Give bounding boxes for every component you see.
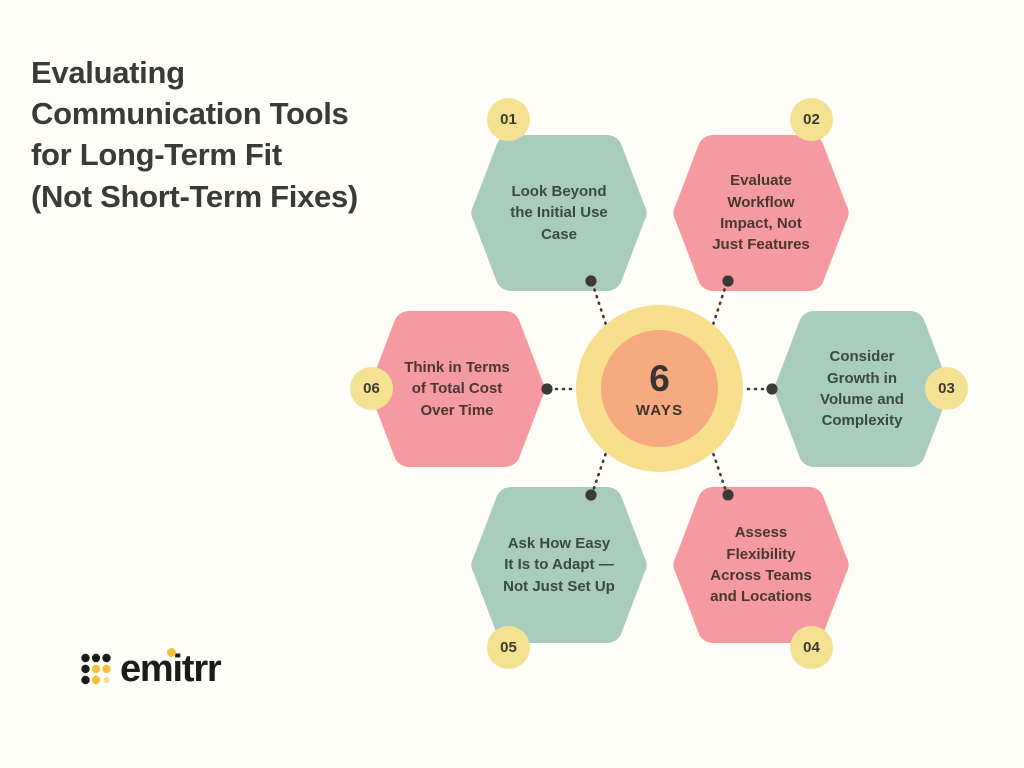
hexagon-label-01: Look Beyond the Initial Use Case [510,183,608,243]
hexagon-node-03[interactable]: Consider Growth in Volume and Complexity… [767,304,968,474]
hexagon-shape-03 [767,304,957,474]
page-title-line-2: Communication Tools [31,96,349,132]
hexagon-badge-04: 04 [790,626,833,669]
emitrr-logo-dot-icon [167,648,176,657]
emitrr-logo: emitrr [81,648,222,688]
hexagon-label-02: Evaluate Workflow Impact, Not Just Featu… [712,172,810,254]
hub-number: 6 [649,357,670,399]
center-hub: 6 WAYS [576,305,743,472]
hub-caption: WAYS [635,401,684,419]
hexagon-badge-number-04: 04 [803,639,820,656]
page-title-line-3: for Long-Term Fit [31,137,282,173]
emitrr-wordmark: emitrr [120,648,222,688]
hexagon-shape-06 [362,304,552,474]
hexagon-label-04: Assess Flexibility Across Teams and Loca… [710,524,812,606]
hexagon-shape-02 [666,128,856,298]
hexagon-badge-03: 03 [925,367,968,410]
hexagon-node-06[interactable]: Think in Terms of Total Cost Over Time 0… [350,304,552,474]
hexagon-badge-01: 01 [487,98,530,141]
hexagon-label-03: Consider Growth in Volume and Complexity [820,348,904,430]
hexagon-badge-number-01: 01 [500,111,517,128]
hexagon-badge-number-03: 03 [938,380,955,397]
hexagon-badge-05: 05 [487,626,530,669]
hexagon-node-02[interactable]: Evaluate Workflow Impact, Not Just Featu… [666,98,856,298]
hexagon-label-05: Ask How Easy It Is to Adapt — Not Just S… [503,535,615,595]
hexagon-badge-06: 06 [350,367,393,410]
hexagon-shape-05 [464,480,654,650]
hexagon-label-06: Think in Terms of Total Cost Over Time [404,359,510,419]
hexagon-node-05[interactable]: Ask How Easy It Is to Adapt — Not Just S… [464,480,654,669]
page-title: Evaluating Communication Tools for Long-… [31,52,451,217]
hexagon-shape-01 [464,128,654,298]
emitrr-logo-mark-icon [81,653,111,685]
page-title-line-1: Evaluating [31,55,185,90]
hexagon-node-01[interactable]: Look Beyond the Initial Use Case 01 [464,98,654,298]
hexagon-badge-number-06: 06 [363,380,380,397]
hexagon-badge-02: 02 [790,98,833,141]
hexagon-node-04[interactable]: Assess Flexibility Across Teams and Loca… [666,480,856,669]
hexagon-badge-number-02: 02 [803,111,820,128]
hub-inner-circle: 6 WAYS [601,330,718,447]
hexagon-shape-04 [666,480,856,650]
page-title-line-4: (Not Short-Term Fixes) [31,178,358,214]
hexagon-badge-number-05: 05 [500,639,517,656]
